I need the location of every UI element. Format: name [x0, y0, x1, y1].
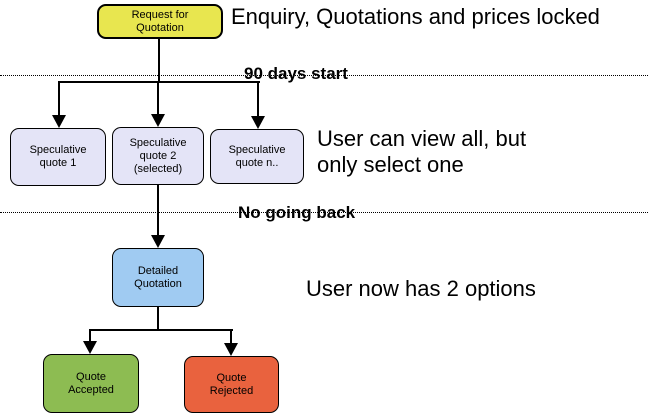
node-speculative-quote-2-selected: Speculative quote 2 (selected): [112, 127, 204, 185]
arrowhead-detailed-icon: [151, 235, 165, 248]
connector-request-stem: [158, 39, 160, 82]
annotation-view-all: User can view all, but only select one: [317, 126, 527, 177]
node-request-for-quotation: Request for Quotation: [97, 4, 223, 39]
arrowhead-rejected-icon: [224, 343, 238, 356]
node-detailed-quotation: Detailed Quotation: [112, 248, 204, 307]
connector-spec2-to-detailed: [157, 185, 159, 235]
node-speculative-quote-n: Speculative quote n..: [210, 129, 304, 184]
connector-drop-spec2: [157, 81, 159, 114]
connector-drop-spec1: [58, 81, 60, 115]
annotation-two-options: User now has 2 options: [306, 276, 536, 301]
phase-divider-line-2: [0, 212, 648, 213]
node-label: Detailed Quotation: [134, 264, 182, 290]
node-label: Speculative quote 1: [29, 144, 87, 169]
node-quote-accepted: Quote Accepted: [43, 354, 139, 413]
connector-detailed-stem: [157, 307, 159, 331]
divider-label-no-going-back: No going back: [238, 203, 356, 222]
arrowhead-spec1-icon: [52, 115, 66, 128]
arrowhead-accepted-icon: [83, 341, 97, 354]
node-label: Quote Rejected: [209, 371, 254, 397]
connector-drop-rejected: [230, 329, 232, 343]
phase-divider-line-1: [0, 75, 648, 76]
node-quote-rejected: Quote Rejected: [184, 356, 279, 413]
node-label: Speculative quote 2 (selected): [129, 136, 187, 175]
node-speculative-quote-1: Speculative quote 1: [10, 128, 106, 186]
connector-top-rail: [58, 81, 260, 83]
connector-drop-specn: [257, 81, 259, 116]
node-label: Request for Quotation: [131, 8, 189, 34]
node-label: Speculative quote n..: [228, 143, 286, 169]
annotation-enquiry: Enquiry, Quotations and prices locked: [231, 4, 600, 29]
connector-bottom-rail: [89, 329, 233, 331]
divider-label-90-days-start: 90 days start: [244, 64, 348, 83]
connector-drop-accepted: [89, 329, 91, 341]
arrowhead-spec2-icon: [151, 114, 165, 127]
arrowhead-specn-icon: [251, 116, 265, 129]
node-label: Quote Accepted: [68, 370, 114, 396]
